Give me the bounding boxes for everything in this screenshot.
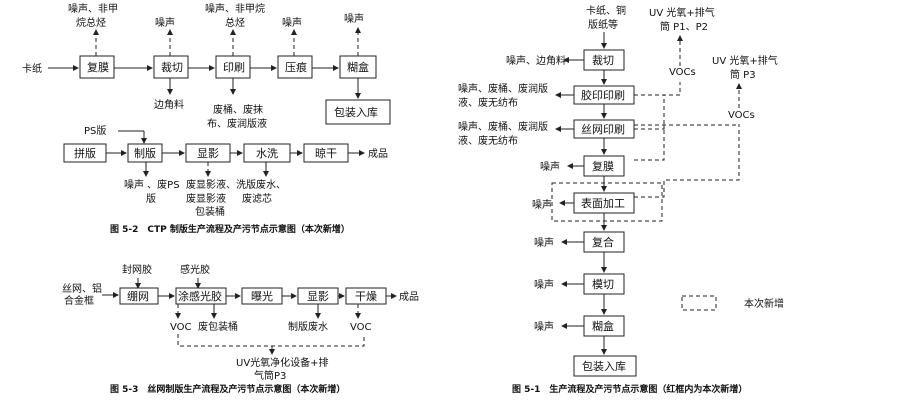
figure-5-2: 噪声、非甲 烷总烃 噪声 噪声、非甲烷 总烃 噪声 噪声 卡纸 复膜 裁切 印刷… xyxy=(22,2,391,235)
f52-top-output-1b: 烷总烃 xyxy=(76,16,106,29)
f53-step-4: 显影 xyxy=(307,290,329,303)
f52-bottom-output-1: 边角料 xyxy=(154,98,184,111)
f51-legend-label: 本次新增 xyxy=(744,297,784,310)
f53-step-3: 曝光 xyxy=(251,289,273,303)
f51-right-label-4: VOCs xyxy=(728,110,755,121)
f52-top-output-2: 噪声 xyxy=(155,16,175,29)
f51-step-1: 裁切 xyxy=(592,54,614,67)
f51-step-5: 表面加工 xyxy=(581,196,625,210)
f51-left-output-3a: 噪声、废桶、废润版 xyxy=(458,120,548,133)
f51-left-output-8: 噪声 xyxy=(534,320,554,333)
f51-right-label-2: VOCs xyxy=(669,67,696,78)
f51-right-label-3a: UV 光氧+排气 xyxy=(712,54,778,67)
f51-left-output-5: 噪声 xyxy=(532,198,552,211)
f53-caption: 图 5-3 丝网制版生产流程及产污节点示意图（本次新增） xyxy=(110,383,345,395)
f52-plate-step-2: 制版 xyxy=(134,146,156,160)
f53-output: 成品 xyxy=(399,291,419,303)
f52-bottom-output-2a: 废桶、废抹 xyxy=(213,103,263,116)
f53-step-5: 干燥 xyxy=(355,290,377,303)
f51-left-output-7: 噪声 xyxy=(534,278,554,291)
f53-treatment-a: UV光氧净化设备+排 xyxy=(236,356,329,369)
f52-step-5: 糊盒 xyxy=(347,60,369,74)
f52-step-box-4 xyxy=(277,55,313,79)
f52-step-3: 印刷 xyxy=(223,61,245,74)
f52-plate-bottom-4: 废滤芯 xyxy=(242,192,272,205)
f51-step-6: 复合 xyxy=(592,235,614,249)
f51-step-7: 模切 xyxy=(592,278,614,291)
f51-left-output-6: 噪声 xyxy=(534,236,554,249)
f52-plate-step-3: 显影 xyxy=(197,147,219,160)
f51-left-output-2b: 液、废无纺布 xyxy=(458,96,518,109)
f53-bottom-output-1: VOC xyxy=(170,322,192,333)
f52-step-box-2 xyxy=(153,55,189,79)
f52-step-4: 压痕 xyxy=(285,60,307,74)
f52-top-output-5: 噪声 xyxy=(344,12,364,25)
f51-step-4: 复膜 xyxy=(592,159,614,173)
f52-step-box-6 xyxy=(325,99,391,125)
f51-left-output-3b: 液、废无纺布 xyxy=(458,134,518,147)
f52-plate-bottom-1a: 噪声 、废PS xyxy=(124,178,180,191)
f52-plate-bottom-5: 包装桶 xyxy=(195,205,225,218)
f53-bottom-output-4: VOC xyxy=(350,322,372,333)
f52-step-box-1 xyxy=(79,55,115,79)
f53-top-input-1: 封网胶 xyxy=(122,263,152,276)
f52-step-6: 包装入库 xyxy=(334,106,378,119)
f51-right-label-1a: UV 光氧+排气 xyxy=(649,6,715,19)
f53-top-input-2: 感光胶 xyxy=(180,263,210,276)
f51-legend-swatch xyxy=(681,295,717,311)
f53-input-b: 合金框 xyxy=(64,294,94,307)
f51-right-label-3b: 筒 P3 xyxy=(730,68,756,81)
f51-right-label-1b: 筒 P1、P2 xyxy=(660,20,708,33)
f53-bottom-output-2: 废包装桶 xyxy=(198,320,238,333)
f51-step-9: 包装入库 xyxy=(582,360,626,373)
f52-plate-bottom-3: 废显影液 xyxy=(186,192,226,205)
f51-step-8: 糊盒 xyxy=(592,319,614,333)
f52-step-1: 复膜 xyxy=(87,60,109,74)
f52-plate-step-4: 水洗 xyxy=(256,147,278,160)
f51-input-b: 版纸等 xyxy=(588,18,618,31)
f51-left-output-4: 噪声 xyxy=(540,160,560,173)
figure-5-1: 卡纸、铜 版纸等 UV 光氧+排气 筒 P1、P2 VOCs UV 光氧+排气 … xyxy=(458,4,784,395)
f52-top-output-4: 噪声 xyxy=(282,16,302,29)
figure-5-3: 封网胶 感光胶 丝网、铝 合金框 绷网 涂感光胶 曝光 显影 干燥 成品 VOC… xyxy=(62,263,419,395)
f53-bottom-output-3: 制版废水 xyxy=(288,320,328,333)
f52-caption: 图 5-2 CTP 制版生产流程及产污节点示意图（本次新增） xyxy=(110,223,350,235)
f53-step-2: 涂感光胶 xyxy=(178,289,222,303)
f52-plate-step-1: 拼版 xyxy=(74,146,96,160)
f53-input-a: 丝网、铝 xyxy=(62,283,102,295)
f52-step-2: 裁切 xyxy=(161,61,183,74)
f52-top-output-3b: 总烃 xyxy=(225,16,245,29)
f51-step-3: 丝网印刷 xyxy=(581,123,625,136)
f52-bottom-output-2b: 布、废润版液 xyxy=(207,117,267,130)
f51-left-output-2a: 噪声、废桶、废润版 xyxy=(458,82,548,95)
f53-treatment-b: 气筒P3 xyxy=(254,369,286,382)
f51-new-frame xyxy=(551,182,663,222)
f51-left-output-1: 噪声、边角料 xyxy=(506,54,566,67)
f52-top-output-3a: 噪声、非甲烷 xyxy=(205,2,265,15)
f53-step-1: 绷网 xyxy=(127,289,149,303)
f52-input: 卡纸 xyxy=(22,62,42,75)
f52-top-output-1a: 噪声、非甲 xyxy=(68,2,118,15)
f51-input-a: 卡纸、铜 xyxy=(586,4,626,17)
f52-plate-output: 成品 xyxy=(368,148,388,160)
f52-plate-step-5: 晾干 xyxy=(315,146,337,160)
f52-plate-bottom-1b: 版 xyxy=(146,192,156,205)
f52-plate-bottom-2: 废显影液、洗版废水、 xyxy=(186,178,286,191)
f52-plate-input: PS版 xyxy=(84,124,106,137)
f51-step-box-9 xyxy=(573,355,637,377)
f51-caption: 图 5-1 生产流程及产污节点示意图（红框内为本次新增） xyxy=(512,383,747,395)
f51-step-2: 胶印印刷 xyxy=(581,88,625,102)
